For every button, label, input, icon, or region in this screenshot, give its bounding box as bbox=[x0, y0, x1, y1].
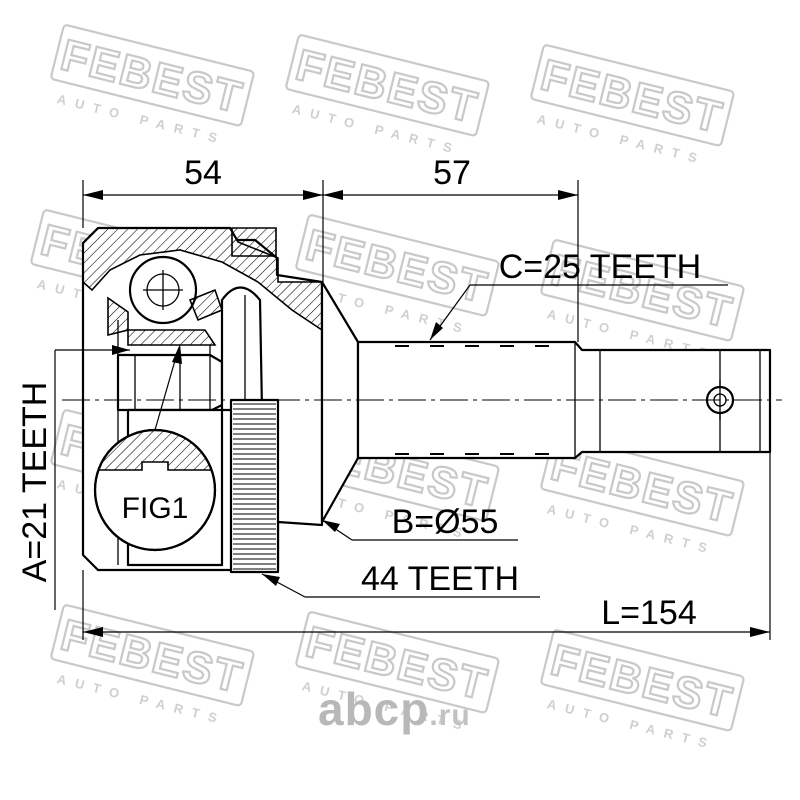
watermark-febest bbox=[278, 33, 491, 162]
abs-teeth bbox=[233, 403, 276, 570]
dim-length-57: 57 bbox=[433, 154, 471, 192]
dim-diameter-b: B=Ø55 bbox=[392, 503, 499, 541]
watermark-febest bbox=[523, 43, 736, 172]
watermark-febest bbox=[43, 603, 256, 732]
detail-fig1: FIG1 bbox=[93, 344, 217, 552]
dim-abs-teeth: 44 TEETH bbox=[361, 560, 519, 598]
shaft-splines bbox=[395, 345, 549, 455]
dimensions: 54 57 C=25 TEETH B=Ø55 44 TEETH L=154 A=… bbox=[16, 154, 771, 640]
fig1-label: FIG1 bbox=[122, 492, 189, 525]
abs-ring bbox=[229, 398, 280, 574]
site-name: abcp bbox=[318, 683, 430, 735]
dim-spline-a: A=21 TEETH bbox=[16, 382, 54, 583]
watermark-febest bbox=[43, 23, 256, 152]
dim-length-54: 54 bbox=[184, 154, 222, 192]
site-tld: .ru bbox=[429, 699, 471, 732]
watermark-febest bbox=[533, 628, 746, 757]
dim-total-length: L=154 bbox=[601, 594, 697, 632]
dim-spline-c: C=25 TEETH bbox=[499, 248, 702, 286]
site-watermark-logo: abcp.ru bbox=[318, 682, 471, 736]
